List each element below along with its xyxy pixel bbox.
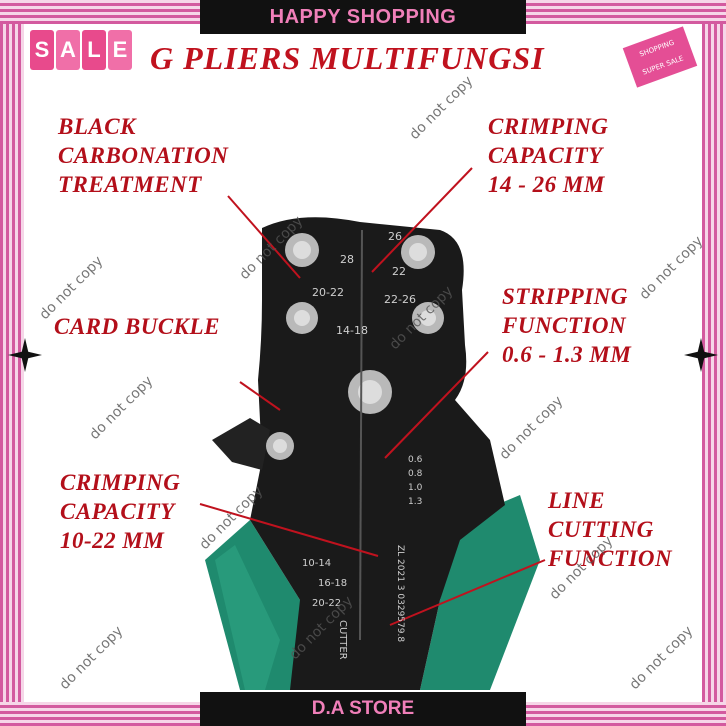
sale-letter: S — [30, 30, 54, 70]
mark-26: 26 — [388, 230, 402, 243]
mark-16-18: 16-18 — [318, 578, 347, 589]
header-banner: HAPPY SHOPPING — [200, 0, 526, 34]
label-black-carbonation: BLACK CARBONATION TREATMENT — [58, 114, 229, 197]
mark-20-22: 20-22 — [312, 286, 344, 299]
right-handle — [420, 495, 540, 690]
mark-cutter: CUTTER — [337, 620, 348, 660]
ornament-right-icon — [684, 338, 718, 372]
ornament-left-icon — [8, 338, 42, 372]
label-line-cutting: LINE CUTTING FUNCTION — [548, 488, 673, 571]
label-crimping-14-26: CRIMPING CAPACITY 14 - 26 MM — [488, 114, 609, 197]
frame-right — [702, 0, 726, 726]
mark-0-6: 0.6 — [408, 455, 423, 465]
mark-c20-22: 20-22 — [312, 598, 341, 609]
mark-28: 28 — [340, 253, 354, 266]
label-crimping-10-22: CRIMPING CAPACITY 10-22 MM — [60, 470, 181, 553]
store-banner: D.A STORE — [200, 692, 526, 726]
tool-body — [250, 217, 505, 690]
mark-14-18: 14-18 — [336, 324, 368, 337]
mark-10-14: 10-14 — [302, 558, 331, 569]
mark-0-8: 0.8 — [408, 469, 423, 479]
mark-1-3: 1.3 — [408, 497, 422, 507]
label-card-buckle: CARD BUCKLE — [54, 314, 220, 339]
sale-letter: E — [108, 30, 132, 70]
mark-serial: ZL 2021 3 0329579.8 — [395, 545, 405, 642]
mark-1-0: 1.0 — [408, 483, 423, 493]
sale-letter: L — [82, 30, 106, 70]
mark-22: 22 — [392, 265, 406, 278]
product-title: G PLIERS MULTIFUNGSI — [150, 40, 545, 76]
label-stripping: STRIPPING FUNCTION 0.6 - 1.3 MM — [502, 284, 632, 367]
sale-letter: A — [56, 30, 80, 70]
mark-22-26: 22-26 — [384, 293, 416, 306]
frame-left — [0, 0, 24, 726]
